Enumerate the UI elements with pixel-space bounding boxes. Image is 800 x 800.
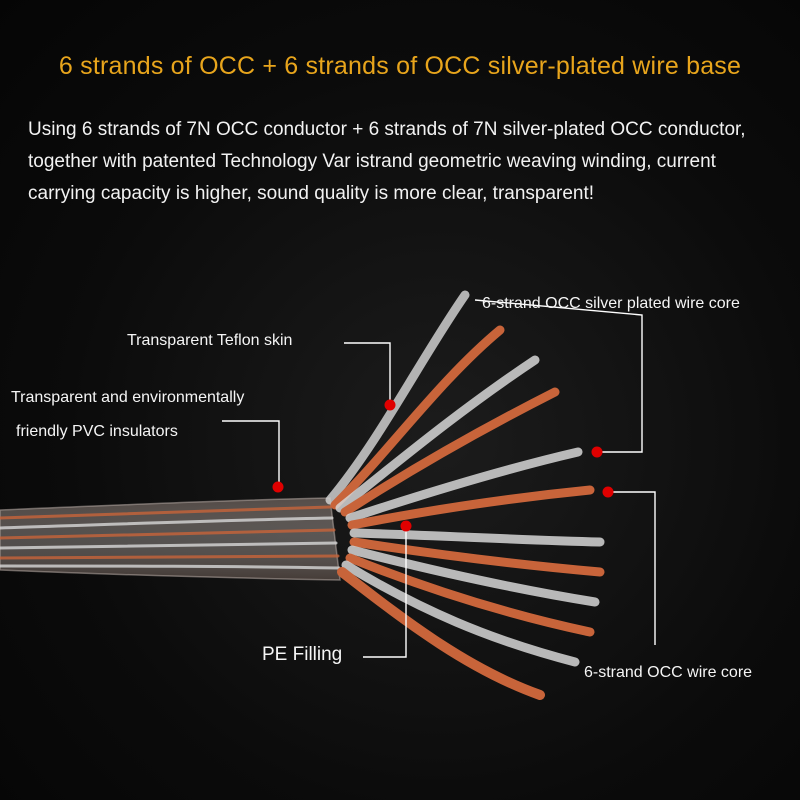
markers: [272, 399, 614, 532]
description-text: Using 6 strands of 7N OCC conductor + 6 …: [28, 119, 746, 204]
occ-core-label: 6-strand OCC wire core: [584, 664, 753, 681]
pe-marker: [400, 520, 412, 532]
wire-copper-4: [349, 537, 605, 577]
wire-silver-3: [345, 447, 583, 523]
wire-silver-1: [325, 290, 470, 505]
wire-copper-1: [330, 325, 505, 510]
wire-silver-5: [347, 545, 600, 607]
pe-filling-label: PE Filling: [262, 644, 343, 665]
silver-core-callout-line: [474, 299, 643, 453]
sheath-inner-wires: [0, 505, 341, 570]
silver-core-marker: [591, 446, 603, 458]
pvc-callout-line: [222, 420, 280, 486]
wire-copper-5: [345, 553, 595, 637]
teflon-label: Transparent Teflon skin: [127, 332, 293, 349]
wire-silver-2: [335, 355, 540, 513]
wire-silver-6: [341, 560, 580, 667]
pe-callout-line: [363, 526, 407, 658]
pvc-label-line2: friendly PVC insulators: [16, 423, 178, 440]
wire-copper-6: [337, 567, 545, 700]
pvc-marker: [272, 481, 284, 493]
teflon-callout-line: [344, 342, 391, 404]
silver-core-label: 6-strand OCC silver plated wire core: [482, 295, 740, 312]
pvc-label-line1: Transparent and environmentally: [11, 389, 245, 406]
callout-lines: [222, 299, 656, 658]
teflon-marker: [384, 399, 396, 411]
wire-silver-4: [349, 528, 605, 547]
occ-core-callout-line: [610, 491, 656, 645]
wire-fan: [325, 290, 605, 700]
wire-copper-2: [340, 387, 560, 517]
occ-core-marker: [602, 486, 614, 498]
wire-copper-3: [347, 485, 595, 530]
headline: 6 strands of OCC + 6 strands of OCC silv…: [58, 52, 742, 80]
